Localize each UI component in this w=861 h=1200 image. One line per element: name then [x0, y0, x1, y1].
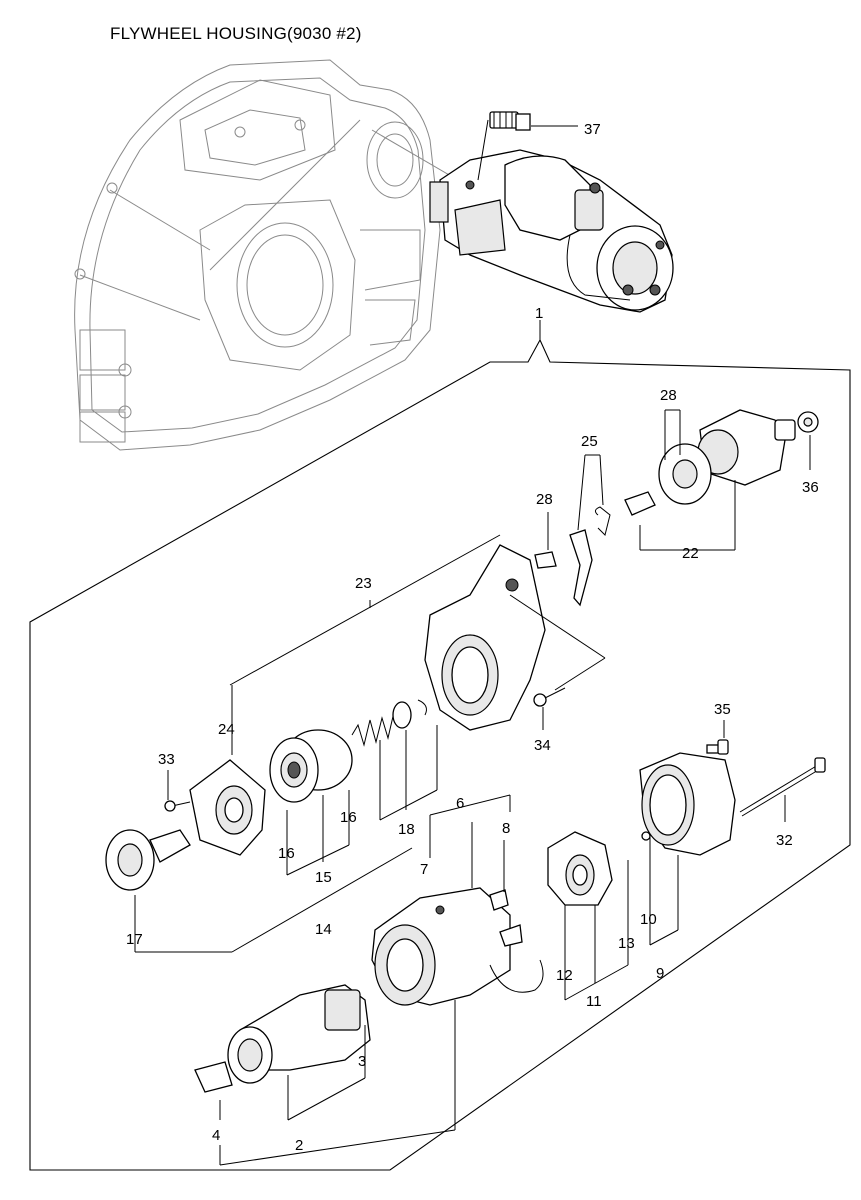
packing-28: [534, 512, 557, 569]
armature-2: [194, 984, 456, 1166]
gear-case-23: [229, 534, 606, 731]
callout-37: 37: [584, 121, 601, 138]
callout-17: 17: [126, 931, 143, 948]
callout-2: 2: [295, 1137, 303, 1154]
spring-18: [351, 699, 438, 821]
callout-18: 18: [398, 821, 415, 838]
callout-16: 16: [278, 845, 295, 862]
magnetic-switch-22: [624, 409, 796, 551]
callout-28: 28: [660, 387, 677, 404]
rear-cover-9: [639, 752, 736, 946]
callout-1: 1: [535, 305, 543, 322]
callout-25: 25: [581, 433, 598, 450]
callout-16: 16: [340, 809, 357, 826]
callout-22: 22: [682, 545, 699, 562]
callout-11: 11: [586, 993, 602, 1010]
callout-10: 10: [640, 911, 657, 928]
through-bolt-32: [739, 757, 826, 822]
callout-28: 28: [536, 491, 553, 508]
callout-34: 34: [534, 737, 551, 754]
overrunning-clutch-15: [269, 729, 353, 876]
callout-labels: 37 1 28 25 36 28 22 23 24 34 35 33 16 16…: [126, 121, 819, 1154]
callout-14: 14: [315, 921, 332, 938]
callout-7: 7: [420, 861, 428, 878]
callout-24: 24: [218, 721, 235, 738]
bolt-34: [533, 687, 566, 730]
callout-9: 9: [656, 965, 664, 982]
callout-13: 13: [618, 935, 635, 952]
lever-25: [569, 454, 611, 607]
pinion-shaft-17: [105, 829, 413, 953]
callout-23: 23: [355, 575, 372, 592]
callout-3: 3: [358, 1053, 366, 1070]
callout-8: 8: [502, 820, 510, 837]
flywheel-housing-ghost: [74, 59, 476, 451]
screw-35: [706, 720, 729, 755]
brush-holder-11: [547, 831, 629, 1001]
callout-33: 33: [158, 751, 175, 768]
callout-6: 6: [456, 795, 464, 812]
end-cover-24: [164, 685, 266, 856]
callout-32: 32: [776, 832, 793, 849]
callout-12: 12: [556, 967, 573, 984]
starter-motor-assembly: [429, 149, 674, 313]
nut-36: [797, 411, 819, 470]
diagram-title: FLYWHEEL HOUSING(9030 #2): [110, 24, 362, 43]
yoke-6: [371, 794, 544, 1006]
bolt-37: [477, 111, 578, 181]
callout-35: 35: [714, 701, 731, 718]
callout-36: 36: [802, 479, 819, 496]
callout-4: 4: [212, 1127, 220, 1144]
callout-15: 15: [315, 869, 332, 886]
exploded-view-frame: [29, 338, 851, 1171]
